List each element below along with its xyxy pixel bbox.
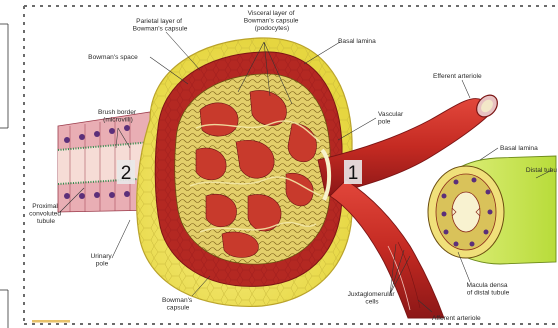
- svg-text:Brush border (microvilli: Brush border (microvilli): [98, 109, 138, 124]
- label-vascular-pole-line2: pole: [378, 119, 391, 126]
- marker-2-text: 2: [121, 163, 132, 184]
- label-bowmans-capsule-line1: Bowman's: [162, 297, 193, 304]
- label-juxtaglomerular-line2: cells: [365, 299, 379, 306]
- svg-text:Juxtaglomerular cells: Juxtaglomerular cells: [348, 291, 397, 306]
- label-macula-densa-line2: of distal tubule: [467, 290, 510, 297]
- svg-text:Urinary pole: Urinary pole: [90, 253, 113, 268]
- label-macula-densa-line1: Macula densa: [467, 282, 508, 289]
- label-visceral-line1: Visceral layer of: [248, 10, 295, 17]
- label-brush-border-line1: Brush border: [98, 109, 137, 116]
- label-urinary-pole-line1: Urinary: [90, 253, 112, 260]
- label-basal-lamina-top: Basal lamina: [338, 38, 376, 45]
- label-visceral-line2: Bowman's capsule: [244, 18, 299, 25]
- label-basal-lamina-right: Basal lamina: [500, 145, 538, 152]
- svg-text:Macula densa of distal t: Macula densa of distal tubule: [467, 282, 510, 297]
- label-bowmans-capsule-line2: capsule: [167, 305, 190, 312]
- label-bowmans-space: Bowman's space: [88, 54, 138, 61]
- label-efferent-arteriole: Efferent arteriole: [433, 73, 482, 80]
- marker-1-text: 1: [348, 163, 359, 184]
- svg-text:Proximal convoluted: Proximal convoluted tubule: [29, 203, 63, 225]
- label-vascular-pole-line1: Vascular: [378, 111, 404, 118]
- label-distal-tubule: Distal tubu: [526, 167, 557, 174]
- marker-2: 2: [117, 160, 135, 184]
- label-proximal-line3: tubule: [37, 218, 55, 225]
- label-afferent-arteriole: Afferent arteriole: [432, 315, 481, 322]
- label-parietal-line1: Parietal layer of: [136, 18, 182, 25]
- marker-1: 1: [344, 160, 362, 184]
- label-juxtaglomerular-line1: Juxtaglomerular: [348, 291, 396, 298]
- svg-text:Visceral layer of Bowman: Visceral layer of Bowman's capsule (podo…: [244, 10, 301, 32]
- svg-text:Vascular pole: Vascular pole: [378, 111, 405, 126]
- label-proximal-line1: Proximal: [32, 203, 58, 210]
- label-brush-border-line2: (microvilli): [103, 117, 133, 124]
- label-parietal-line2: Bowman's capsule: [133, 26, 188, 33]
- label-proximal-line2: convoluted: [29, 211, 61, 218]
- svg-text:Parietal layer of Bowman: Parietal layer of Bowman's capsule: [133, 18, 188, 33]
- label-visceral-line3: (podocytes): [255, 25, 289, 32]
- glomerulus: [175, 74, 330, 264]
- svg-text:Bowman's capsule: Bowman's capsule: [162, 297, 194, 312]
- label-urinary-pole-line2: pole: [96, 261, 109, 268]
